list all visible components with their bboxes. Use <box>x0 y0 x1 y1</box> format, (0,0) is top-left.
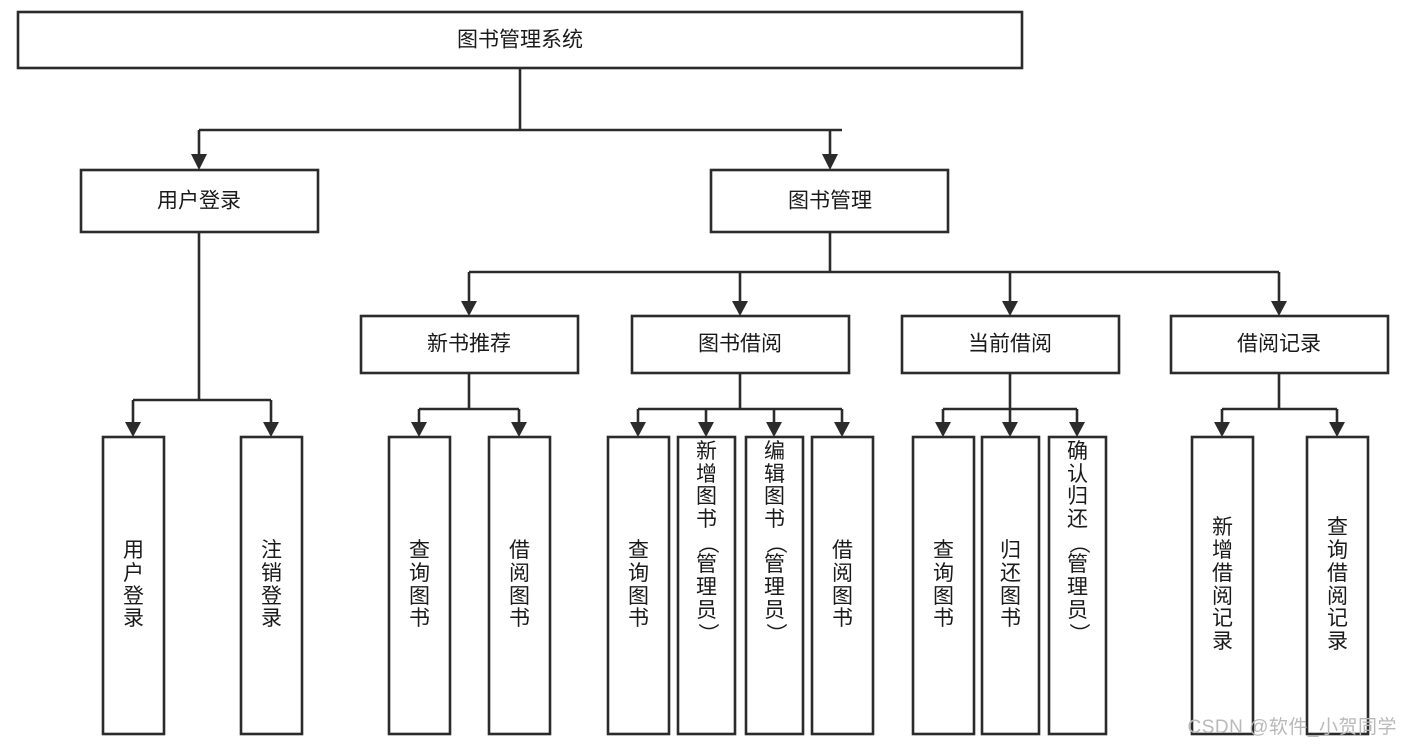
node-leaf-query-book-3-box[interactable] <box>911 435 976 736</box>
node-new-book-rec[interactable]: 新书推荐 <box>359 314 580 375</box>
node-book-borrow-label: 图书借阅 <box>698 333 782 356</box>
node-book-manage-box[interactable] <box>709 168 950 234</box>
node-book-borrow[interactable]: 图书借阅 <box>630 314 851 375</box>
edges-new-book-rec-to-leaves <box>411 373 527 437</box>
csdn-watermark: CSDN @软件_小贺同学 <box>1187 717 1397 738</box>
arrowhead-leaf-query-record <box>1329 422 1345 437</box>
edges-user-login-to-leaves <box>125 232 279 437</box>
arrowhead-book-borrow <box>732 301 748 316</box>
edges-book-manage-to-level3 <box>461 232 1287 316</box>
arrowhead-leaf-edit-book <box>766 422 782 437</box>
edges-book-borrow-to-leaves <box>630 373 850 437</box>
arrowhead-leaf-query-book-3 <box>935 422 951 437</box>
node-leaf-return-book-box[interactable] <box>980 435 1041 736</box>
node-leaf-add-book-box[interactable] <box>676 435 737 736</box>
arrowhead-leaf-logout <box>263 422 279 437</box>
node-current-borrow-label: 当前借阅 <box>968 333 1052 356</box>
arrowhead-leaf-query-book-2 <box>630 422 646 437</box>
node-borrow-record[interactable]: 借阅记录 <box>1169 314 1390 375</box>
edges-root-to-level2 <box>191 68 842 170</box>
node-book-manage[interactable]: 图书管理 <box>709 168 950 234</box>
node-root-box[interactable] <box>16 10 1024 70</box>
node-new-book-rec-label: 新书推荐 <box>427 333 511 356</box>
arrowhead-leaf-confirm-return <box>1069 422 1085 437</box>
arrowhead-book-manage <box>822 154 838 170</box>
node-leaf-query-record-box[interactable] <box>1305 435 1370 736</box>
node-leaf-add-record-box[interactable] <box>1190 435 1255 736</box>
node-user-login[interactable]: 用户登录 <box>79 168 320 234</box>
arrowhead-leaf-return-book <box>1002 422 1018 437</box>
arrowhead-leaf-borrow-book-1 <box>511 422 527 437</box>
arrowhead-user-login <box>191 154 207 170</box>
node-leaf-query-book-2-box[interactable] <box>606 435 671 736</box>
edges-borrow-record-to-leaves <box>1214 373 1345 437</box>
node-borrow-record-label: 借阅记录 <box>1237 333 1321 356</box>
node-root[interactable]: 图书管理系统 <box>16 10 1024 70</box>
node-leaf-borrow-book-1-box[interactable] <box>487 435 552 736</box>
node-leaf-edit-book-box[interactable] <box>744 435 805 736</box>
node-leaf-confirm-return-box[interactable] <box>1047 435 1108 736</box>
node-current-borrow-box[interactable] <box>900 314 1121 375</box>
node-current-borrow[interactable]: 当前借阅 <box>900 314 1121 375</box>
node-user-login-box[interactable] <box>79 168 320 234</box>
node-user-login-label: 用户登录 <box>157 190 241 213</box>
arrowhead-borrow-record <box>1271 301 1287 316</box>
node-book-borrow-box[interactable] <box>630 314 851 375</box>
arrowhead-current-borrow <box>1002 301 1018 316</box>
node-borrow-record-box[interactable] <box>1169 314 1390 375</box>
node-root-label: 图书管理系统 <box>457 29 583 52</box>
arrowhead-leaf-query-book-1 <box>411 422 427 437</box>
node-leaf-logout-box[interactable] <box>239 435 304 736</box>
arrowhead-leaf-add-book <box>698 422 714 437</box>
arrowhead-leaf-borrow-book-2 <box>834 422 850 437</box>
arrowhead-leaf-user-login <box>125 422 141 437</box>
node-book-manage-label: 图书管理 <box>788 190 872 213</box>
arrowhead-new-book-rec <box>461 301 477 316</box>
node-leaf-borrow-book-2-box[interactable] <box>810 435 875 736</box>
edges-current-borrow-to-leaves <box>935 373 1085 437</box>
node-leaf-user-login-box[interactable] <box>101 435 166 736</box>
node-leaf-query-book-1-box[interactable] <box>387 435 452 736</box>
node-new-book-rec-box[interactable] <box>359 314 580 375</box>
arrowhead-leaf-add-record <box>1214 422 1230 437</box>
